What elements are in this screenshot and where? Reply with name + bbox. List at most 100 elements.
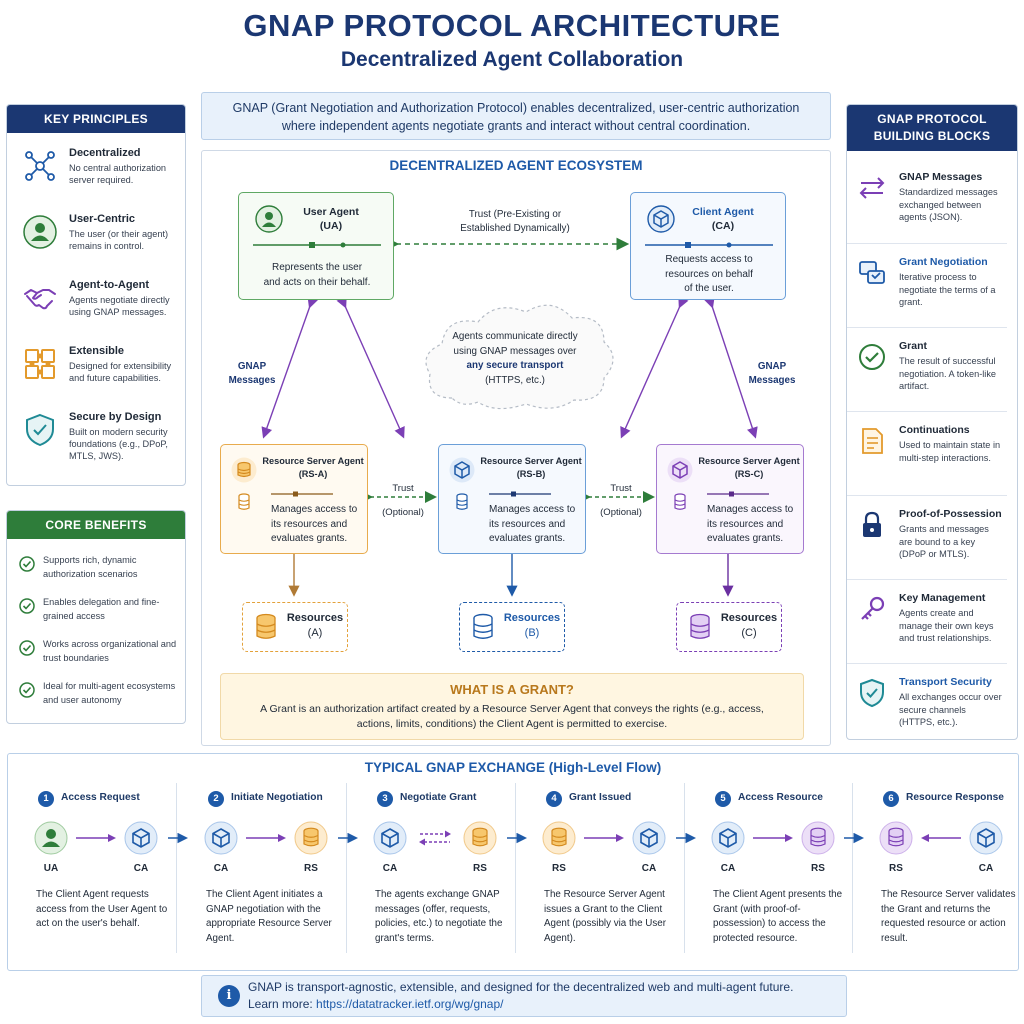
principle-desc: Designed for extensibility and future ca…	[69, 361, 172, 383]
step-actor-a: CA	[213, 863, 229, 874]
block-grant: Grant The result of successful negotiati…	[847, 327, 1007, 407]
info-icon: i	[218, 985, 240, 1007]
network-icon	[25, 151, 55, 181]
database-icon	[542, 821, 576, 855]
client-agent-desc-line-3: of the user.	[684, 283, 734, 294]
footer-line-1: GNAP is transport-agnostic, extensible, …	[248, 980, 794, 994]
principle-title: Extensible	[69, 345, 125, 357]
building-blocks-title: GNAP PROTOCOL BUILDING BLOCKS	[847, 105, 1017, 151]
arrow-left-icon	[921, 834, 961, 842]
building-blocks-panel: GNAP PROTOCOL BUILDING BLOCKS GNAP Messa…	[846, 104, 1018, 740]
arrows-icon	[859, 177, 885, 199]
rs-a-name-line-1: Resource Server Agent	[262, 456, 364, 466]
step-number: 5	[715, 791, 731, 807]
principle-decentralized: Decentralized No central authorization s…	[17, 147, 185, 207]
block-proof-of-possession: Proof-of-Possession Grants and messages …	[847, 495, 1007, 575]
cube-icon	[969, 821, 1003, 855]
rs-desc-line-2: its resources and	[489, 518, 566, 530]
check-icon	[19, 640, 35, 656]
step-number: 3	[377, 791, 393, 807]
cube-icon	[647, 205, 675, 233]
flow-separator	[852, 783, 853, 953]
step-title: Initiate Negotiation	[231, 792, 323, 803]
flow-step-2: 2 Initiate Negotiation CA RS The Client …	[186, 785, 344, 955]
step-actor-a: CA	[382, 863, 398, 874]
principle-user-centric: User-Centric The user (or their agent) r…	[17, 213, 185, 273]
principle-desc: No central authorization server required…	[69, 163, 167, 185]
check-circle-icon	[859, 344, 885, 370]
database-icon	[231, 457, 257, 483]
block-gnap-messages: GNAP Messages Standardized messages exch…	[847, 159, 1007, 239]
block-title: GNAP Messages	[899, 171, 983, 183]
footer-link[interactable]: https://datatracker.ietf.org/wg/gnap/	[316, 997, 504, 1011]
user-agent-name-line-1: User Agent	[303, 206, 359, 218]
principle-desc: The user (or their agent) remains in con…	[69, 229, 169, 251]
gnap-line-ca-rsb	[620, 296, 689, 439]
arrow-right-icon	[76, 834, 116, 842]
check-icon	[19, 556, 35, 572]
block-desc: Standardized messages exchanged between …	[899, 187, 998, 222]
grant-title: WHAT IS A GRANT?	[450, 682, 574, 697]
rs-a-card: Resource Server Agent (RS-A) Manages acc…	[220, 444, 368, 554]
block-title: Continuations	[899, 424, 970, 436]
user-agent-desc-line-2: and acts on their behalf.	[263, 276, 371, 288]
resources-b-label: Resources (B)	[502, 611, 562, 641]
user-icon	[23, 215, 57, 249]
block-continuations: Continuations Used to maintain state in …	[847, 411, 1007, 491]
trust-label-bc: Trust (Optional)	[590, 482, 652, 520]
database-icon	[256, 613, 276, 639]
benefit-text: Ideal for multi-agent ecosystems and use…	[43, 681, 176, 705]
database-icon	[294, 821, 328, 855]
rs-desc-line-3: evaluates grants.	[271, 533, 348, 544]
principle-extensible: Extensible Designed for extensibility an…	[17, 345, 185, 405]
cube-icon	[711, 821, 745, 855]
arrow-right-icon	[584, 834, 624, 842]
user-icon	[255, 205, 283, 233]
gnap-right-line-1: GNAP	[757, 361, 787, 372]
step-title: Grant Issued	[569, 792, 632, 803]
rs-c-desc: Manages access to its resources and eval…	[707, 503, 803, 547]
step-actor-a: RS	[889, 863, 903, 874]
divider-icon	[271, 491, 333, 497]
database-icon	[238, 493, 250, 510]
document-icon	[862, 428, 883, 454]
step-desc: The Client Agent requests access from th…	[36, 889, 168, 929]
step-desc: The Resource Server validates the Grant …	[881, 889, 1016, 944]
step-actor-a: UA	[43, 863, 59, 874]
intro-line-2: where independent agents negotiate grant…	[281, 119, 751, 133]
building-blocks-title-line-1: GNAP PROTOCOL	[877, 112, 987, 126]
page-title: GNAP PROTOCOL ARCHITECTURE	[243, 8, 781, 43]
rs-b-name-line-2: (RS-B)	[516, 469, 546, 479]
building-blocks-title-line-2: BUILDING BLOCKS	[873, 129, 991, 143]
key-principles-title: KEY PRINCIPLES	[7, 105, 185, 133]
database-icon	[473, 613, 493, 639]
cube-icon	[449, 457, 475, 483]
block-title: Grant	[899, 340, 928, 352]
database-icon	[463, 821, 497, 855]
step-desc: The Client Agent presents the Grant (wit…	[713, 889, 843, 944]
arrow-right-icon	[246, 834, 286, 842]
core-benefits-panel: CORE BENEFITS Supports rich, dynamic aut…	[6, 510, 186, 724]
step-actor-a: CA	[720, 863, 736, 874]
check-icon	[19, 598, 35, 614]
gnap-line-ua-rsa	[261, 296, 319, 439]
block-desc: All exchanges occur over secure channels…	[899, 692, 1002, 727]
step-actor-b: CA	[641, 863, 657, 874]
trust-ab-line-2: (Optional)	[382, 507, 424, 518]
user-agent-name-line-2: (UA)	[319, 220, 343, 232]
rs-desc-line-1: Manages access to	[271, 504, 358, 515]
step-title: Resource Response	[906, 792, 1004, 803]
step-actor-a: RS	[552, 863, 566, 874]
lock-icon	[863, 511, 881, 537]
rs-desc-line-1: Manages access to	[489, 504, 576, 515]
block-desc: Agents create and manage their own keys …	[899, 608, 994, 643]
gnap-messages-right: GNAP Messages	[742, 360, 802, 388]
rs-desc-line-3: evaluates grants.	[707, 533, 784, 544]
rs-a-name: Resource Server Agent (RS-A)	[261, 455, 365, 481]
database-icon	[801, 821, 835, 855]
intro-line-1: GNAP (Grant Negotiation and Authorizatio…	[232, 101, 800, 115]
block-desc: Iterative process to negotiate the terms…	[899, 272, 996, 307]
rs-a-desc: Manages access to its resources and eval…	[271, 503, 367, 547]
